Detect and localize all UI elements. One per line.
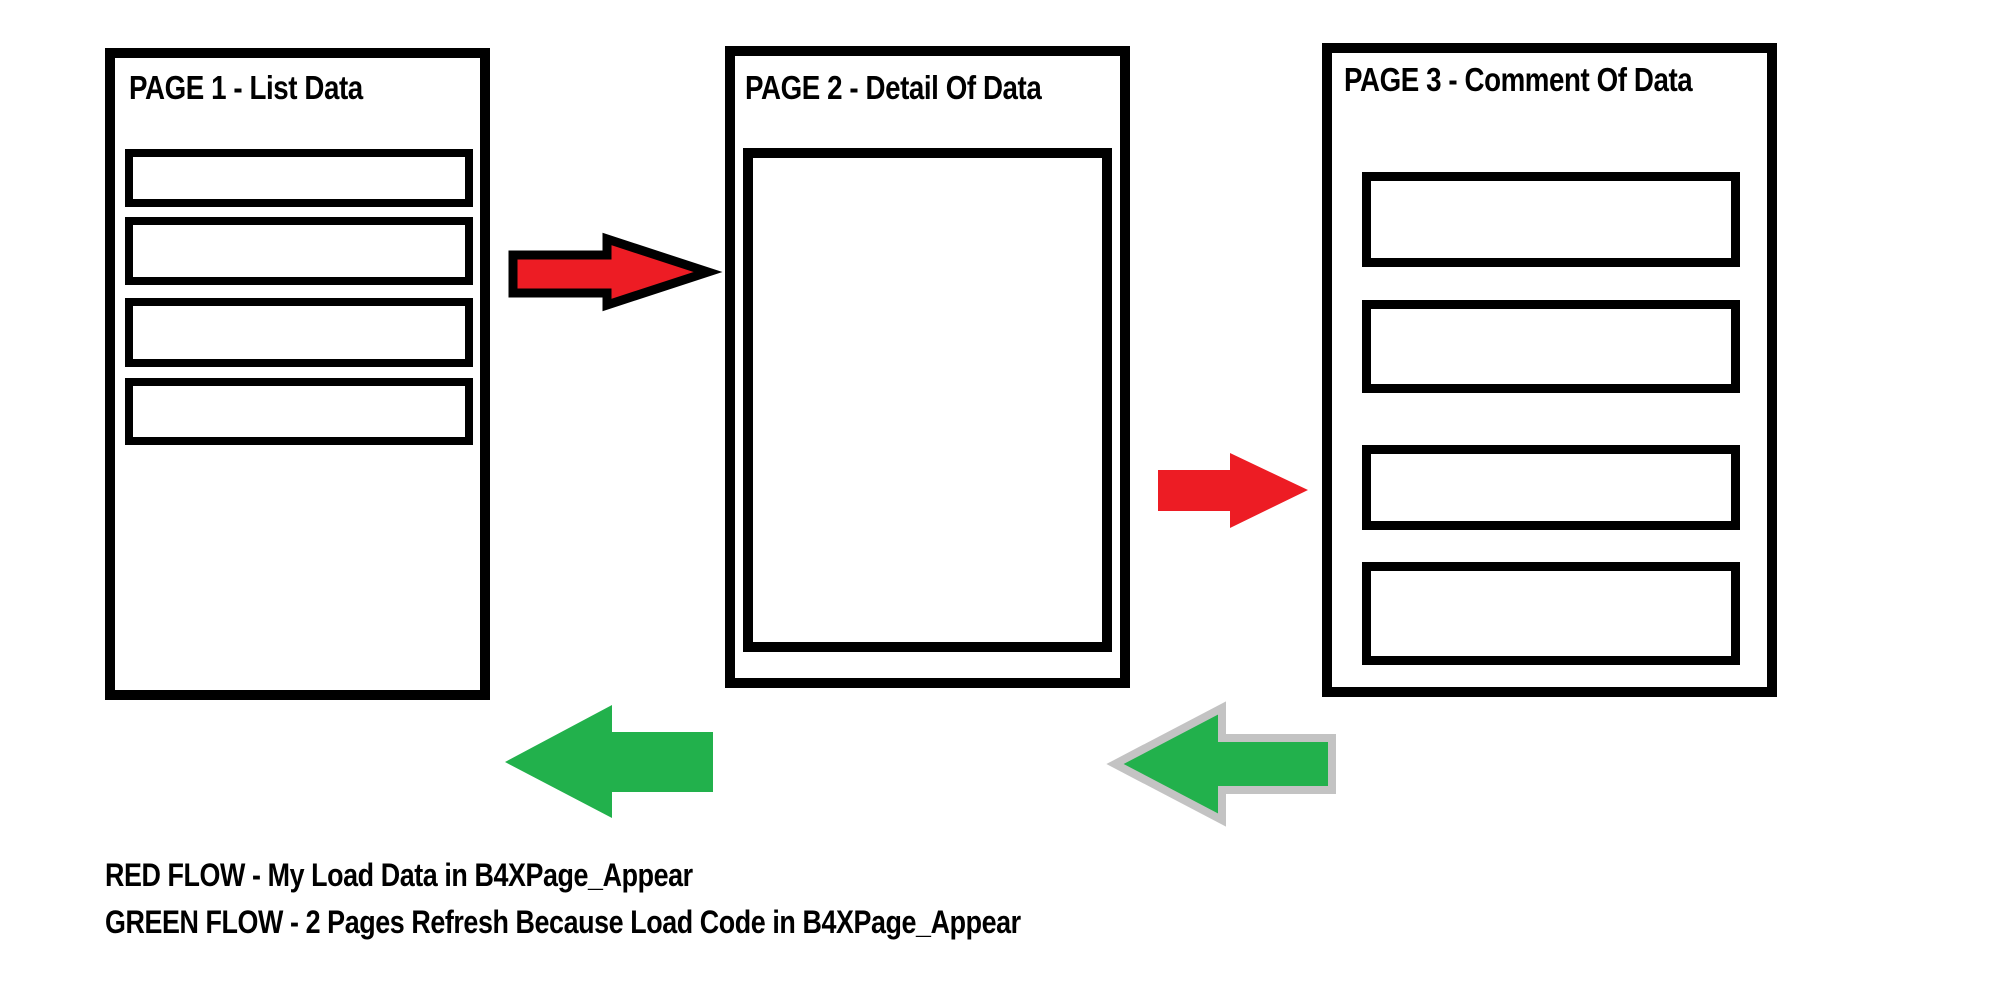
page3-title: PAGE 3 - Comment Of Data — [1344, 61, 1693, 98]
red-arrow-page1-to-page2-icon — [508, 232, 723, 312]
green-arrow-page2-to-page1-icon — [505, 705, 713, 818]
page1-list-item-3 — [125, 298, 473, 367]
page1-title: PAGE 1 - List Data — [129, 69, 363, 106]
page1-list-item-2 — [125, 217, 473, 285]
page2-detail-area — [743, 148, 1112, 652]
red-arrow-page2-to-page3-icon — [1158, 453, 1308, 528]
page2-title: PAGE 2 - Detail Of Data — [745, 69, 1042, 106]
green-arrow-page3-to-page2-icon — [1106, 701, 1336, 827]
page3-list-item-2 — [1362, 300, 1740, 393]
page3-list-item-4 — [1362, 562, 1740, 665]
legend-red-flow: RED FLOW - My Load Data in B4XPage_Appea… — [105, 857, 693, 893]
page3-list-item-1 — [1362, 172, 1740, 267]
page1-list-item-1 — [125, 149, 473, 207]
legend-green-flow: GREEN FLOW - 2 Pages Refresh Because Loa… — [105, 904, 1021, 940]
page1-list-item-4 — [125, 378, 473, 445]
page3-list-item-3 — [1362, 445, 1740, 530]
